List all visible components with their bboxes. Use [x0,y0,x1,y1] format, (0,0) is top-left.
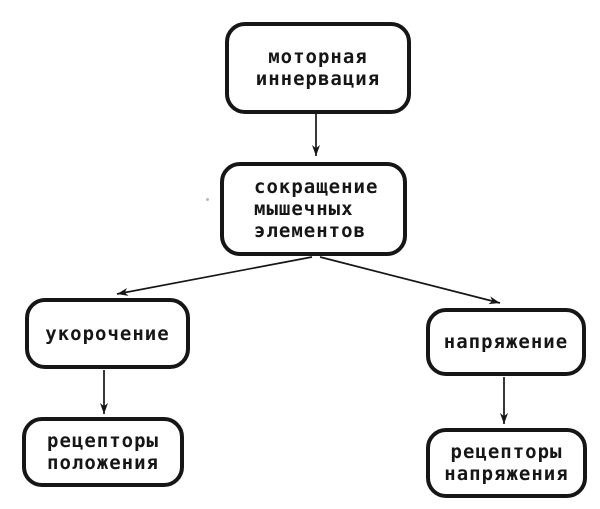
node-motor-innervation: моторная иннервация [225,22,411,114]
node-label-line: иннервация [255,68,381,90]
scan-speck [206,198,209,201]
node-label-line: мышечных [254,198,354,220]
node-label-line: напряжения [444,463,569,485]
node-label-line: рецепторы [47,430,159,452]
node-tension: напряжение [426,308,586,376]
node-position-receptors: рецепторы положения [22,417,184,487]
node-tension-receptors: рецепторы напряжения [426,428,587,498]
edge-contraction-to-tension [319,256,501,305]
node-label-line: элементов [254,220,366,242]
node-label-line: напряжение [443,331,569,353]
node-label-line: моторная [268,46,368,68]
node-shortening: укорочение [25,298,190,369]
node-label-line: укорочение [45,322,170,345]
node-label-line: рецепторы [450,441,563,463]
edge-contraction-to-shortening [116,256,313,296]
node-label-line: сокращение [254,176,379,198]
node-label-line: положения [47,452,159,474]
node-muscle-contraction: сокращение мышечных элементов [220,162,407,256]
